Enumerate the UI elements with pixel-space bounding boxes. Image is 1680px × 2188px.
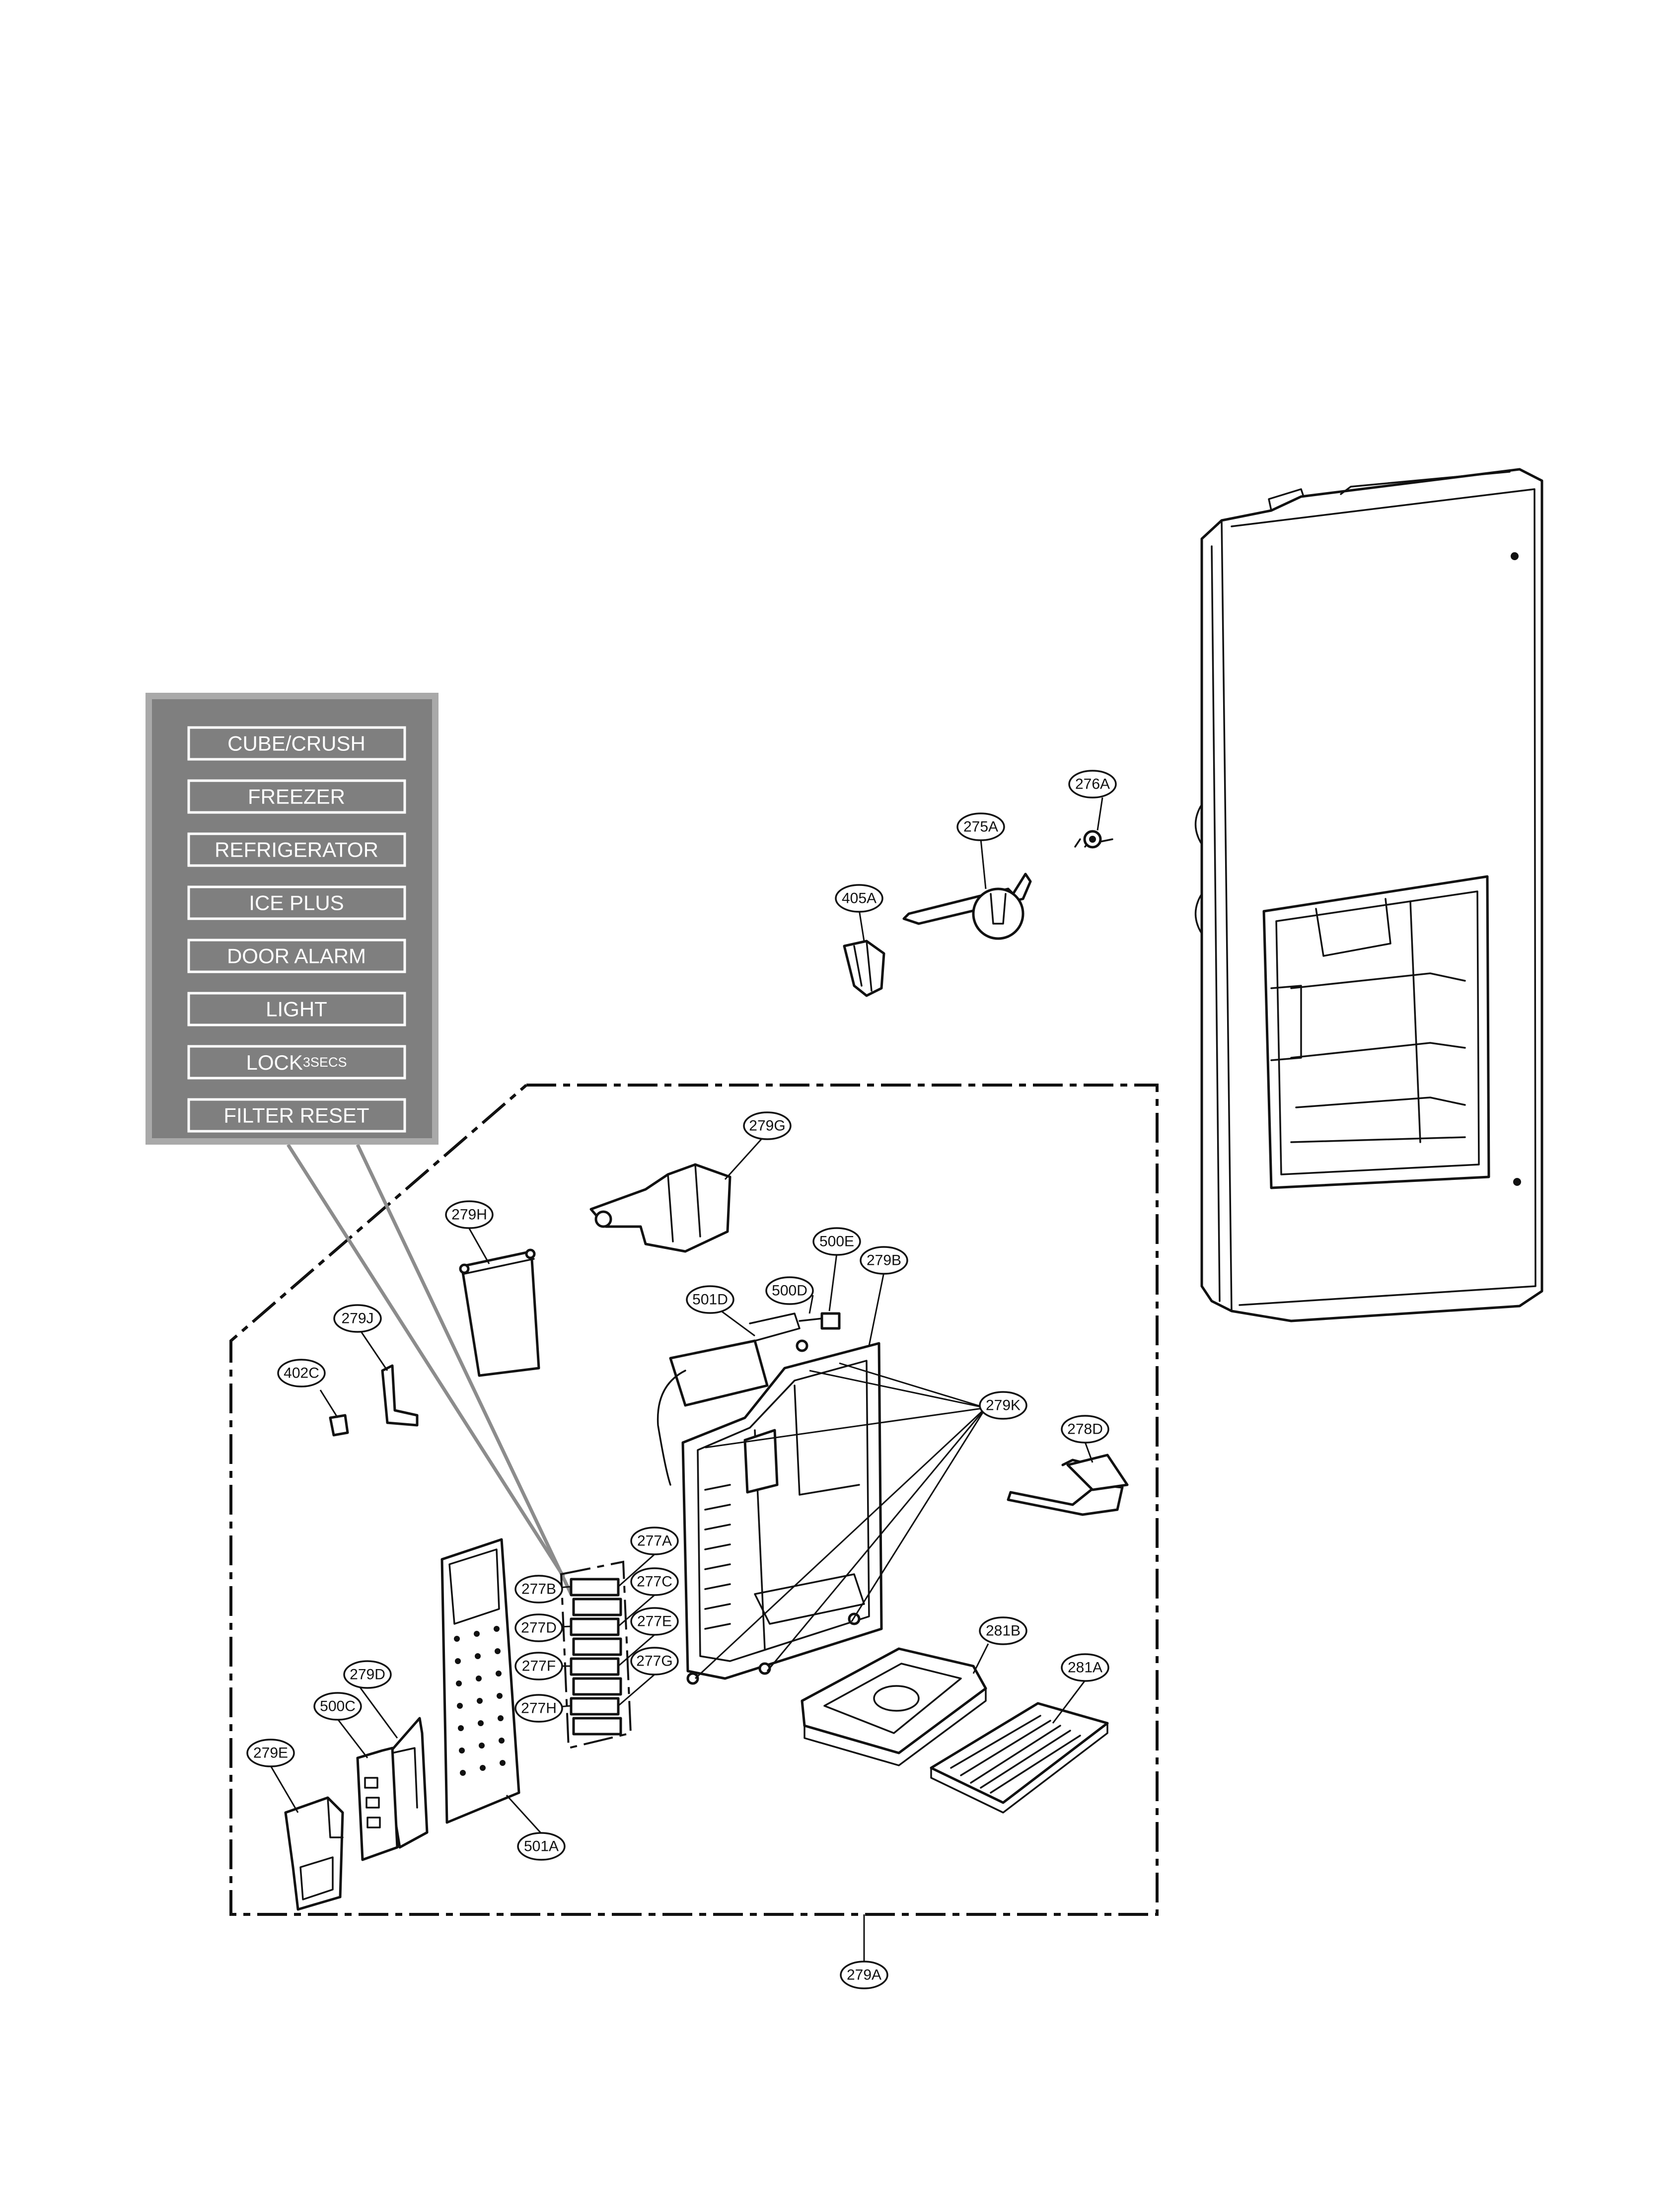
callout-279A: 279A bbox=[840, 1961, 888, 1989]
motor-housing bbox=[589, 1163, 731, 1253]
callout-279D: 279D bbox=[343, 1660, 392, 1689]
part-label-402C: 402C bbox=[284, 1365, 319, 1382]
panel-button-cube-crush: CUBE/CRUSH bbox=[227, 732, 365, 755]
part-label-277C: 277C bbox=[637, 1574, 672, 1590]
callout-275A: 275A bbox=[956, 812, 1005, 841]
part-label-501A: 501A bbox=[524, 1838, 559, 1855]
callout-277F: 277F bbox=[514, 1652, 563, 1680]
callout-501D: 501D bbox=[686, 1285, 734, 1314]
callout-279B: 279B bbox=[860, 1246, 908, 1275]
part-label-279E: 279E bbox=[253, 1745, 288, 1761]
callout-277A: 277A bbox=[630, 1527, 679, 1555]
part-label-277E: 277E bbox=[637, 1613, 672, 1630]
callout-500D: 500D bbox=[765, 1276, 814, 1305]
spring-part bbox=[1074, 830, 1113, 849]
part-label-277B: 277B bbox=[521, 1581, 556, 1598]
panel-button-lock-sub: 3SECS bbox=[303, 1055, 347, 1070]
part-label-275A: 275A bbox=[963, 819, 998, 835]
callout-leaders bbox=[270, 797, 1103, 1834]
part-label-276A: 276A bbox=[1075, 776, 1110, 793]
part-label-279J: 279J bbox=[341, 1311, 373, 1327]
part-label-501D: 501D bbox=[692, 1292, 728, 1308]
panel-button-refrigerator: REFRIGERATOR bbox=[215, 838, 378, 862]
part-label-281A: 281A bbox=[1068, 1660, 1102, 1676]
panel-button-freezer: FREEZER bbox=[248, 785, 345, 808]
funnel-part bbox=[1007, 1454, 1129, 1516]
callout-276A: 276A bbox=[1068, 770, 1117, 799]
part-label-278D: 278D bbox=[1067, 1421, 1103, 1438]
panel-button-ice-plus: ICE PLUS bbox=[249, 891, 344, 915]
279k-leaders bbox=[694, 1362, 987, 1679]
callout-279H: 279H bbox=[445, 1200, 494, 1229]
actuator-part bbox=[381, 1364, 419, 1427]
part-label-277H: 277H bbox=[521, 1700, 557, 1717]
part-label-500E: 500E bbox=[819, 1234, 854, 1250]
part-label-277D: 277D bbox=[521, 1620, 557, 1636]
part-label-277A: 277A bbox=[637, 1533, 672, 1549]
refrigerator-door bbox=[1194, 468, 1543, 1322]
callout-279J: 279J bbox=[333, 1304, 382, 1333]
callout-501A: 501A bbox=[517, 1832, 566, 1861]
flap-panel bbox=[459, 1248, 540, 1377]
switch-board bbox=[356, 1747, 399, 1861]
callout-277D: 277D bbox=[514, 1613, 563, 1642]
part-label-279H: 279H bbox=[451, 1207, 487, 1223]
part-label-279G: 279G bbox=[749, 1118, 785, 1134]
panel-button-frames bbox=[187, 726, 406, 1133]
drip-grille bbox=[930, 1702, 1109, 1814]
callout-402C: 402C bbox=[277, 1359, 326, 1387]
part-label-279K: 279K bbox=[986, 1397, 1021, 1414]
part-label-277G: 277G bbox=[636, 1653, 672, 1670]
callout-277C: 277C bbox=[630, 1567, 679, 1596]
callout-500C: 500C bbox=[313, 1692, 362, 1721]
end-cap bbox=[284, 1796, 344, 1911]
part-label-279D: 279D bbox=[350, 1667, 385, 1683]
panel-button-light: LIGHT bbox=[266, 998, 327, 1021]
control-board bbox=[440, 1538, 520, 1824]
callout-278D: 278D bbox=[1061, 1415, 1109, 1444]
button-stack bbox=[560, 1560, 632, 1750]
callout-277E: 277E bbox=[630, 1607, 679, 1636]
switch-part bbox=[843, 940, 885, 997]
part-label-279A: 279A bbox=[847, 1967, 881, 1983]
callout-500E: 500E bbox=[812, 1227, 861, 1256]
panel-button-filter-reset: FILTER RESET bbox=[223, 1104, 369, 1127]
part-label-405A: 405A bbox=[842, 890, 877, 907]
dispenser-recess bbox=[1262, 875, 1490, 1189]
callout-279E: 279E bbox=[246, 1739, 295, 1767]
part-label-500C: 500C bbox=[320, 1698, 356, 1715]
part-label-281B: 281B bbox=[986, 1623, 1021, 1639]
panel-button-lock-label: LOCK bbox=[246, 1051, 303, 1074]
callout-279K: 279K bbox=[979, 1391, 1027, 1420]
callout-277G: 277G bbox=[630, 1647, 679, 1676]
callout-281B: 281B bbox=[979, 1616, 1027, 1645]
drip-tray bbox=[801, 1647, 987, 1766]
callout-277B: 277B bbox=[514, 1575, 563, 1604]
callout-405A: 405A bbox=[835, 884, 883, 913]
part-label-277F: 277F bbox=[522, 1658, 556, 1675]
sub-assembly-boundary bbox=[229, 1084, 1159, 1916]
sensor-part bbox=[329, 1414, 349, 1437]
callout-277H: 277H bbox=[514, 1694, 563, 1723]
callout-279G: 279G bbox=[743, 1111, 792, 1140]
dispenser-frame bbox=[681, 1339, 883, 1685]
panel-button-lock: LOCK3SECS bbox=[246, 1051, 347, 1074]
panel-button-door-alarm: DOOR ALARM bbox=[227, 945, 366, 968]
control-panel-callout bbox=[146, 693, 573, 1595]
lever-part bbox=[902, 873, 1032, 940]
part-label-500D: 500D bbox=[772, 1283, 807, 1299]
callout-281A: 281A bbox=[1061, 1653, 1109, 1682]
pcb-assembly bbox=[657, 1312, 841, 1486]
part-label-279B: 279B bbox=[867, 1252, 901, 1269]
